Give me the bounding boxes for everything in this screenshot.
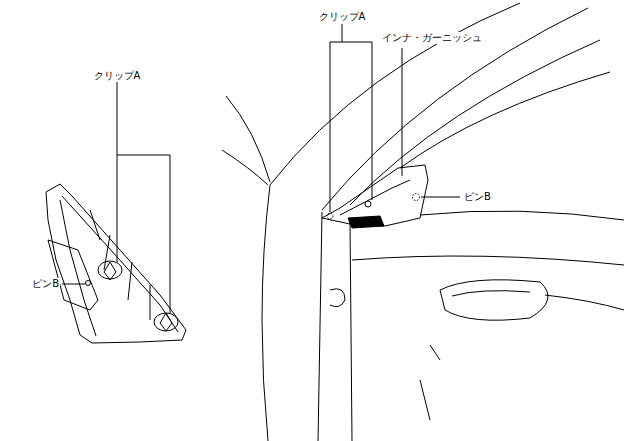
- clip-base: [98, 261, 122, 279]
- pillar-line: [270, 3, 520, 185]
- body-line: [222, 150, 268, 185]
- body-detail: [330, 289, 345, 307]
- vehicle-body: [222, 3, 624, 441]
- body-detail: [420, 295, 624, 420]
- part-label: クリップA: [318, 11, 367, 23]
- leader-line: [402, 48, 403, 176]
- clip-base: [154, 313, 178, 331]
- garnish-outline: [46, 184, 186, 343]
- garnish-inner: [60, 196, 178, 336]
- door-line: [352, 256, 624, 265]
- pillar-line: [350, 40, 600, 205]
- clip-symbol: [154, 313, 178, 331]
- part-label: クリップA: [93, 70, 142, 82]
- garnish-tab: [48, 240, 98, 310]
- door-handle: [440, 280, 548, 320]
- door-frame: [262, 185, 270, 441]
- door-handle: [452, 291, 530, 296]
- pin-hidden: [413, 194, 420, 201]
- clip-hidden: [327, 213, 333, 219]
- part-label: ピンB: [31, 278, 60, 290]
- inner-garnish-edge: [340, 180, 410, 215]
- garnish-part: [46, 184, 186, 343]
- pillar-line: [400, 72, 610, 168]
- door-frame: [318, 212, 352, 441]
- clip-symbol: [98, 261, 122, 280]
- leader-lines: [330, 24, 460, 212]
- leader-lines: [62, 82, 170, 313]
- pin-symbol: [86, 281, 91, 286]
- part-label: ピンB: [463, 191, 492, 203]
- body-line: [226, 96, 270, 182]
- garnish-rib: [90, 210, 150, 320]
- leader-line: [117, 82, 170, 313]
- leader-line: [330, 24, 372, 212]
- clip-head: [104, 262, 116, 280]
- leader-line: [62, 284, 85, 285]
- part-label: インナ・ガーニッシュ: [381, 32, 483, 44]
- door-line: [420, 211, 624, 220]
- inner-garnish: [322, 165, 428, 228]
- inner-garnish-tab: [348, 216, 384, 228]
- clip-symbol: [365, 201, 371, 207]
- leader-line: [421, 197, 460, 198]
- pillar-line: [322, 8, 588, 210]
- clip-head: [160, 313, 172, 331]
